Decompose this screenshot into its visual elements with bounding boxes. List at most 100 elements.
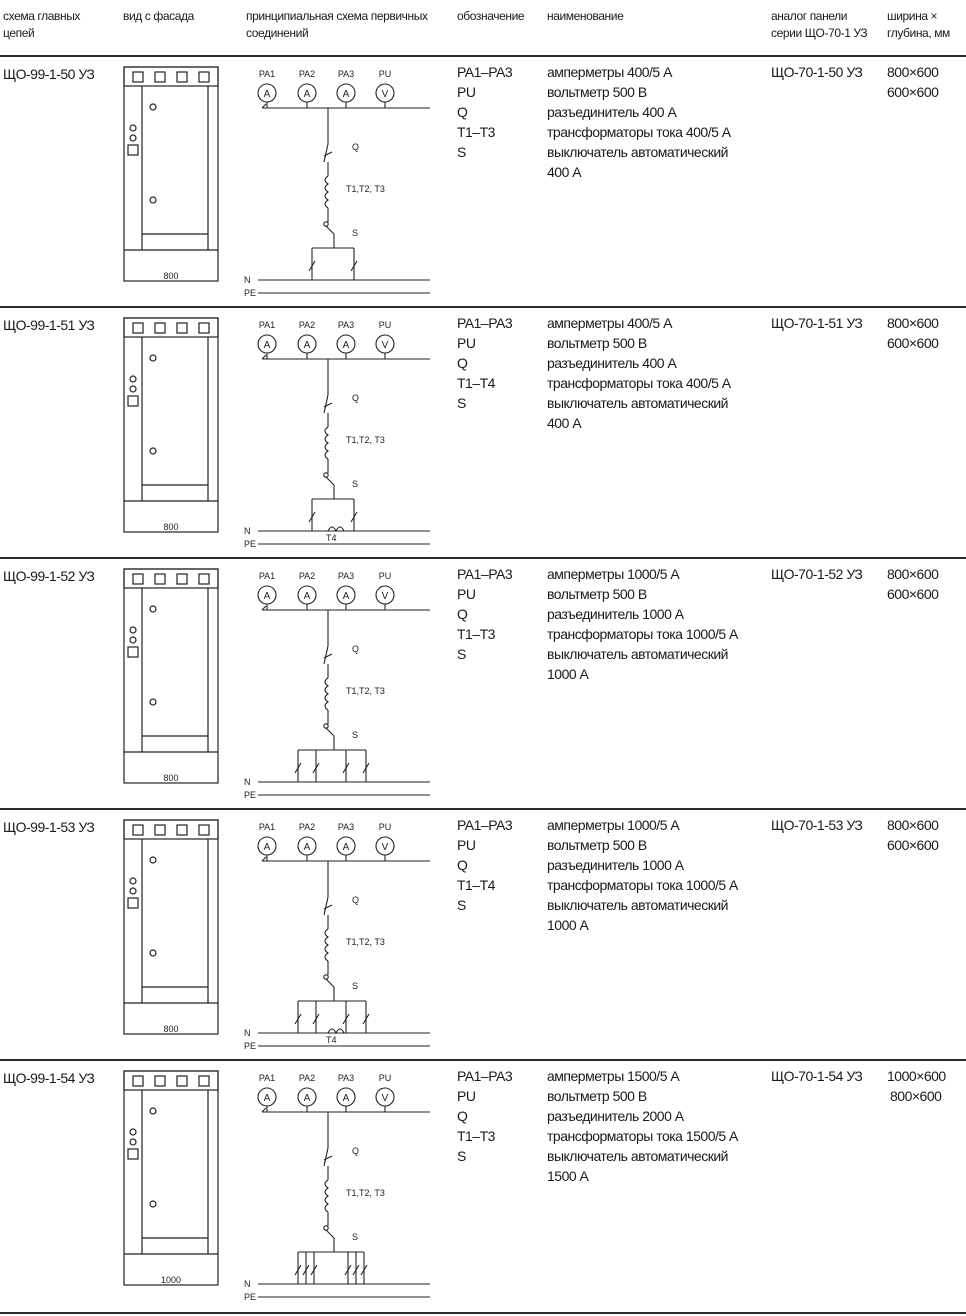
meter-symbol: A [304, 842, 311, 853]
designation-item: PU [457, 84, 476, 100]
header-diagram: принципиальная схема первичных соединени… [246, 8, 428, 42]
meter-symbol: A [343, 1093, 350, 1104]
component-name-line: амперметры 1000/5 А [547, 817, 680, 833]
dimension-line: 600×600 [887, 837, 939, 853]
component-name-line: 400 А [547, 415, 582, 431]
label-transformers: T1,T2, T3 [346, 937, 385, 947]
indicator-square [198, 573, 210, 585]
door-handle [149, 196, 157, 204]
facade-width-label: 800 [163, 1024, 178, 1034]
table-header: схема главных цепей вид с фасада принцип… [0, 0, 966, 56]
meter-symbol: V [382, 1093, 389, 1104]
dimension-line: 1000×600 [887, 1068, 946, 1084]
designation-item: PA1–PA3 [457, 1068, 513, 1084]
component-name-line: 1000 А [547, 917, 589, 933]
facade-drawing: 800 [123, 568, 219, 784]
facade-drawing: 800 [123, 317, 219, 533]
designation-item: PU [457, 837, 476, 853]
label-s: S [352, 981, 358, 991]
meter-symbol: A [343, 89, 350, 100]
panel-code: ЩО-99-1-54 УЗ [3, 1070, 95, 1086]
label-q: Q [352, 393, 359, 403]
disconnector-q [323, 896, 329, 916]
designation-item: PU [457, 335, 476, 351]
facade-width-label: 800 [163, 773, 178, 783]
meter-symbol: V [382, 89, 389, 100]
indicator-square [198, 322, 210, 334]
component-name-line: 400 А [547, 164, 582, 180]
indicator-square [198, 824, 210, 836]
facade-drawing: 800 [123, 66, 219, 282]
door-handle [149, 1200, 157, 1208]
t4-coil [327, 526, 345, 533]
component-name-line: разъединитель 1000 А [547, 606, 684, 622]
meter-symbol: A [264, 340, 271, 351]
meter-symbol: V [382, 591, 389, 602]
meter-symbol: V [382, 842, 389, 853]
facade-view: 800 [123, 317, 219, 540]
component-name-line: разъединитель 400 А [547, 104, 677, 120]
meter-label: PU [379, 320, 392, 330]
designation-item: T1–T3 [457, 626, 495, 642]
indicator-square [132, 322, 144, 334]
meter-label: PA2 [299, 571, 315, 581]
component-name-line: вольтметр 500 В [547, 84, 647, 100]
component-name-line: выключатель автоматический [547, 1148, 728, 1164]
current-transformer-coil [324, 677, 329, 711]
component-name-line: трансформаторы тока 1000/5 А [547, 877, 738, 893]
designation-item: Q [457, 606, 468, 622]
label-s: S [352, 479, 358, 489]
component-name-line: 1000 А [547, 666, 589, 682]
current-transformer-coil [324, 928, 329, 962]
door-handle [149, 103, 157, 111]
current-transformer-coil [324, 175, 329, 209]
table-divider [0, 55, 966, 57]
designation-item: Q [457, 355, 468, 371]
facade-width-label: 800 [163, 271, 178, 281]
header-size-line2: глубина, мм [887, 26, 950, 40]
meter-label: PU [379, 1073, 392, 1083]
header-size: ширина × глубина, мм [887, 8, 950, 42]
panel-code: ЩО-99-1-51 УЗ [3, 317, 95, 333]
component-name-line: разъединитель 2000 А [547, 1108, 684, 1124]
header-scheme-line1: схема главных [3, 9, 81, 23]
meter-symbol: V [382, 340, 389, 351]
dimension-line: 800×600 [887, 64, 939, 80]
meter-symbol: A [343, 591, 350, 602]
current-transformer-coil [324, 1179, 329, 1213]
designation-item: PA1–PA3 [457, 566, 513, 582]
label-n: N [244, 777, 251, 787]
dimension-line: 800×600 [890, 1088, 942, 1104]
indicator-square [132, 71, 144, 83]
breaker-s [323, 1225, 329, 1231]
label-n: N [244, 275, 251, 285]
designation-item: Q [457, 1108, 468, 1124]
table-divider [0, 1059, 966, 1061]
component-name-line: амперметры 1000/5 А [547, 566, 680, 582]
table-divider [0, 306, 966, 308]
meter-label: PA3 [338, 571, 354, 581]
table-divider [0, 808, 966, 810]
label-t4: T4 [326, 533, 337, 543]
label-pe: PE [244, 1041, 256, 1051]
disconnector-q [323, 394, 329, 414]
header-designation-line1: обозначение [457, 9, 525, 23]
label-pe: PE [244, 539, 256, 549]
meter-symbol: A [304, 1093, 311, 1104]
breaker-s [323, 723, 329, 729]
label-s: S [352, 228, 358, 238]
dimension-line: 600×600 [887, 335, 939, 351]
indicator-square [132, 1075, 144, 1087]
meter-symbol: A [343, 842, 350, 853]
header-facade: вид с фасада [123, 8, 194, 25]
label-s: S [352, 730, 358, 740]
